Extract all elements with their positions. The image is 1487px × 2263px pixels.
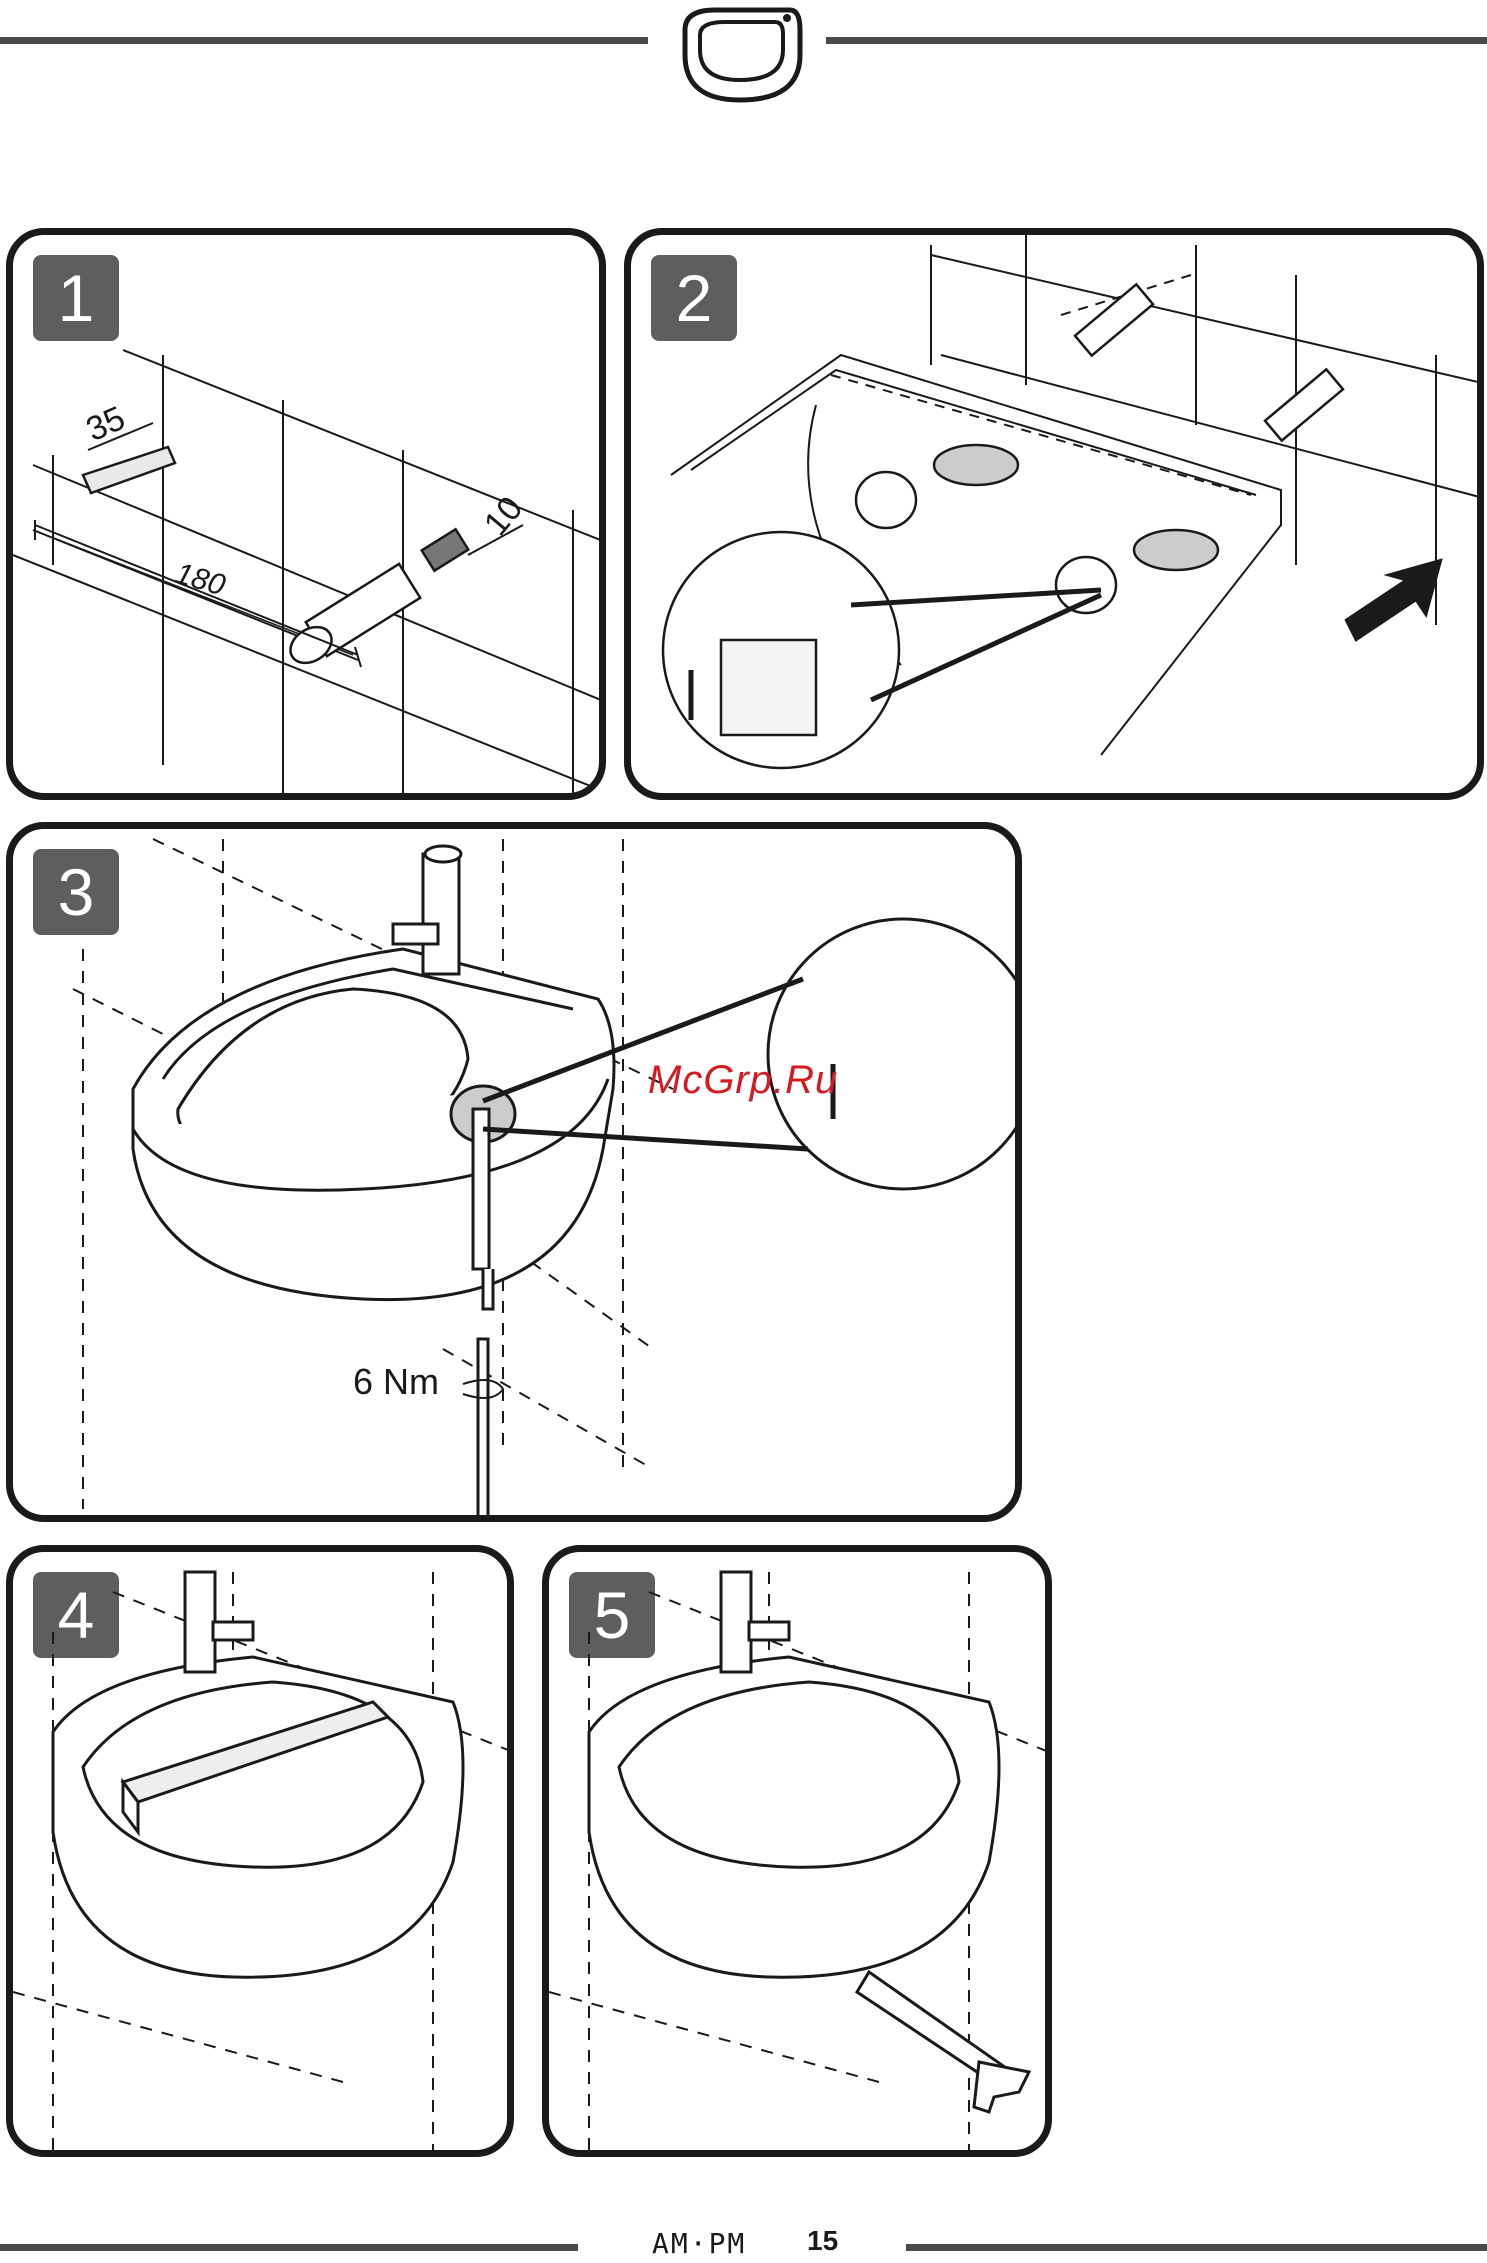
bidet-top-view-icon xyxy=(675,0,805,110)
bidet-sealing-illustration xyxy=(549,1552,1052,2157)
page-number: 15 xyxy=(807,2225,838,2257)
torque-label: 6 Nm xyxy=(353,1361,439,1402)
footer-brand: AM·PM xyxy=(652,2227,746,2260)
footer-rule-left xyxy=(0,2244,578,2251)
footer-rule-right xyxy=(906,2244,1487,2251)
panel-step-5: 5 xyxy=(542,1545,1052,2157)
fixing-bracket-illustration xyxy=(631,235,1484,800)
panel-step-1: 1 35 10 180 xyxy=(6,228,606,800)
header-rule-left xyxy=(0,37,648,44)
panel-step-2: 2 xyxy=(624,228,1484,800)
header-rule-right xyxy=(826,37,1487,44)
bidet-level-check-illustration xyxy=(13,1552,514,2157)
panel-step-4: 4 xyxy=(6,1545,514,2157)
bidet-mounting-illustration: 6 Nm xyxy=(13,829,1022,1522)
watermark: McGrp.Ru xyxy=(648,1058,838,1103)
panel-step-3: 3 xyxy=(6,822,1022,1522)
